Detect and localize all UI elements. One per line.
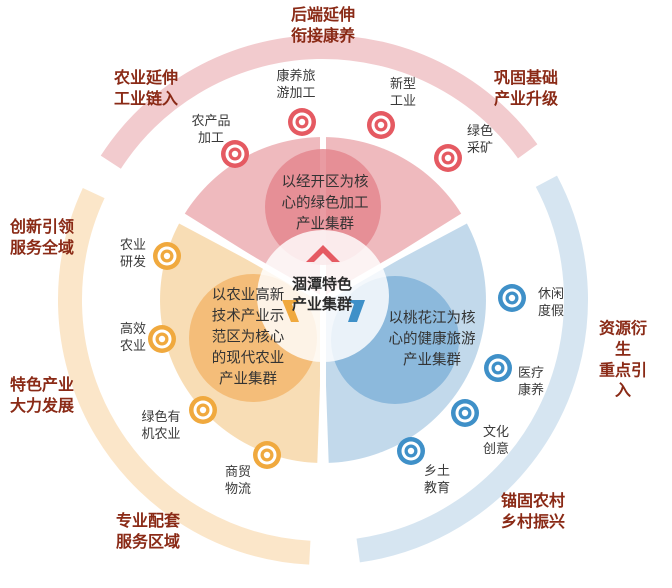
outer-label-bottom-left: 专业配套 服务区域 — [115, 511, 181, 551]
node-label-efficient-agri: 高效 农业 — [119, 322, 147, 354]
center-group — [282, 245, 365, 322]
node-label-leisure: 休闲 度假 — [537, 287, 565, 319]
outer-label-top-left: 农业延伸 工业链入 — [113, 68, 179, 108]
sector-text-top: 以经开区为核 心的绿色加工 产业集群 — [281, 174, 369, 233]
node-target-icon-core — [508, 294, 516, 302]
center-arrow-orange — [282, 300, 300, 322]
center-arrow-red — [306, 245, 340, 262]
node-target-icon-core — [158, 335, 166, 343]
inner-circle-group — [189, 149, 459, 404]
outer-arc-red — [100, 34, 538, 169]
outer-label-left: 特色产业 大力发展 — [9, 375, 75, 415]
outer-label-bottom-right: 锚固农村 乡村振兴 — [500, 491, 566, 531]
outer-label-right: 资源衍生 重点引入 — [598, 318, 647, 400]
sector-text-right: 以桃花江为核 心的健康旅游 产业集群 — [388, 310, 476, 369]
outer-ring-group — [58, 34, 588, 565]
node-target-icon-core — [494, 364, 502, 372]
node-label-agri-processing: 农产品 加工 — [191, 114, 231, 146]
outer-label-top-right: 巩固基础 产业升级 — [493, 68, 559, 108]
outer-arc-blue — [356, 175, 588, 563]
outer-label-upper-left: 创新引领 服务全域 — [9, 217, 75, 257]
center-arrow-blue — [346, 300, 365, 322]
node-target-icon-core — [163, 252, 171, 260]
node-target-icon-core — [298, 118, 306, 126]
node-label-rural-education: 乡土 教育 — [423, 464, 451, 496]
node-label-culture: 文化 创意 — [482, 425, 510, 457]
node-target-icon-core — [377, 121, 385, 129]
node-target-icon-core — [407, 447, 415, 455]
node-target-icon-core — [444, 154, 452, 162]
venn-circle-red — [265, 149, 381, 265]
node-label-new-industry: 新型 工业 — [389, 77, 417, 109]
node-target-icon-core — [461, 409, 469, 417]
outer-label-top: 后端延伸 衔接康养 — [290, 5, 356, 45]
node-label-agri-rd: 农业 研发 — [119, 238, 147, 270]
node-target-icon-core — [263, 451, 271, 459]
node-label-wellness-tourism: 康养旅 游加工 — [276, 69, 316, 101]
node-label-green-mining: 绿色 采矿 — [466, 124, 494, 156]
node-group — [148, 108, 526, 469]
outer-arc-orange — [58, 188, 311, 565]
venn-center-glow — [257, 230, 389, 362]
sector-text-left: 以农业高新 技术产业示 范区为核心 的现代农业 产业集群 — [211, 287, 285, 388]
node-target-icon-core — [199, 406, 207, 414]
node-label-organic-agri: 绿色有 机农业 — [141, 410, 181, 442]
node-label-commerce: 商贸 物流 — [224, 465, 252, 497]
node-target-icon-core — [231, 150, 239, 158]
center-title: 涸潭特色 产业集群 — [291, 274, 353, 313]
node-label-medical: 医疗 康养 — [517, 366, 545, 398]
